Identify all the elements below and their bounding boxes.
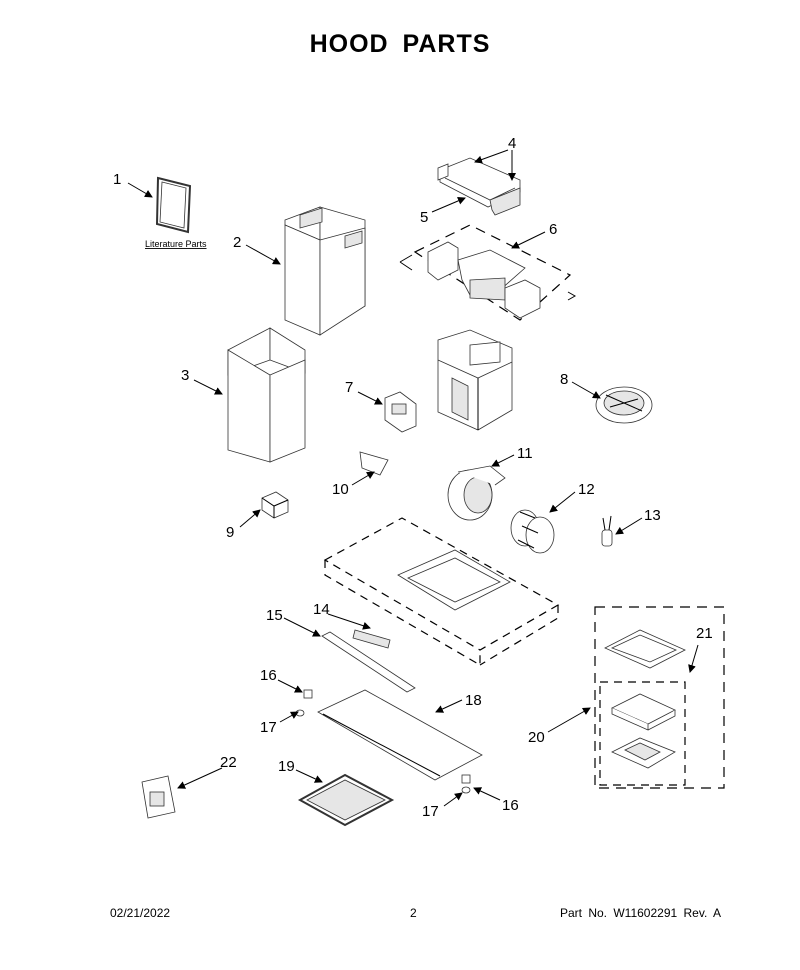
part-13-capacitor	[601, 515, 613, 547]
callout-20: 20	[528, 729, 545, 746]
callout-6: 6	[549, 221, 557, 238]
callout-16-upper: 16	[260, 667, 277, 684]
callout-18: 18	[465, 692, 482, 709]
callout-5: 5	[420, 209, 428, 226]
callout-1: 1	[113, 171, 121, 188]
callout-14: 14	[313, 601, 330, 618]
callout-3: 3	[181, 367, 189, 384]
callout-4: 4	[508, 135, 516, 152]
callout-8: 8	[560, 371, 568, 388]
callout-9: 9	[226, 524, 234, 541]
page-title: HOOD PARTS	[309, 30, 491, 58]
leader-lines	[127, 149, 699, 807]
callout-11: 11	[517, 445, 533, 462]
part-3-lower-chimney	[227, 327, 306, 463]
part-22-hardware-bag	[141, 775, 176, 819]
callout-22: 22	[220, 754, 237, 771]
part-16-17-fasteners	[295, 689, 471, 794]
part-20-21-recirculation-kit	[594, 606, 725, 789]
part-10-light-cover	[359, 451, 389, 476]
part-19-grease-filter	[297, 773, 395, 827]
callout-15: 15	[266, 607, 283, 624]
callout-17-upper: 17	[260, 719, 277, 736]
part-18-glass-panel	[317, 689, 483, 781]
callout-13: 13	[644, 507, 661, 524]
callout-17-lower: 17	[422, 803, 439, 820]
part-2-upper-chimney	[284, 206, 366, 336]
part-12-fan-wheel	[510, 509, 555, 554]
footer-page-number: 2	[410, 906, 417, 920]
callout-21: 21	[696, 625, 713, 642]
part-7-control-board	[384, 391, 417, 433]
part-8-damper	[595, 386, 653, 424]
callout-10: 10	[332, 481, 349, 498]
part-6-duct-transitions	[399, 224, 577, 321]
callout-16-lower: 16	[502, 797, 519, 814]
part-14-15-light-bar	[321, 629, 416, 693]
footer-date: 02/21/2022	[110, 906, 171, 920]
callout-2: 2	[233, 234, 241, 251]
part-11-blower	[447, 465, 506, 521]
footer-part-number: Part No. W11602291 Rev. A	[560, 906, 721, 920]
callout-19: 19	[278, 758, 295, 775]
literature-parts-label: Literature Parts	[145, 239, 207, 249]
part-4-5-mounting-brackets	[437, 157, 521, 216]
callout-12: 12	[578, 481, 595, 498]
blower-housing	[437, 329, 513, 431]
part-9-junction-box	[261, 491, 289, 519]
part-1-literature-booklet: Literature Parts	[145, 176, 207, 249]
callout-labels: 1 2 3 4 5 6 7 8 9 10 11 12 13 14 15 16 1…	[113, 135, 713, 820]
hood-body	[323, 517, 560, 667]
callout-7: 7	[345, 379, 353, 396]
